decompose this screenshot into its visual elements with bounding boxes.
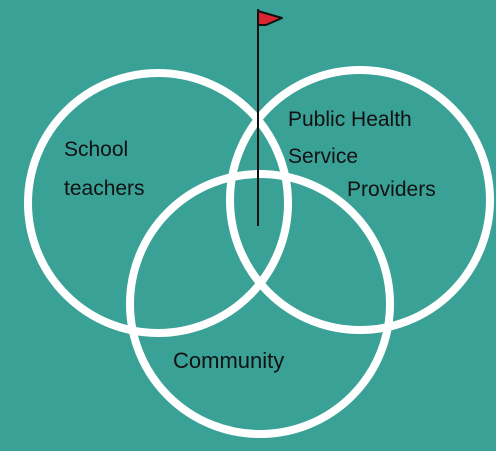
- community-label: Community: [173, 348, 285, 373]
- school-teachers-label-line2: teachers: [64, 177, 145, 200]
- school-teachers-circle: [24, 69, 292, 337]
- public-health-label-line3: Providers: [347, 178, 436, 201]
- public-health-label-line2: Service: [288, 145, 359, 168]
- flag-pennant: [257, 10, 283, 26]
- school-teachers-label-line1: School: [64, 138, 129, 161]
- public-health-circle: [226, 66, 494, 334]
- community-circle: [126, 170, 394, 438]
- public-health-label-line1: Public Health: [288, 108, 412, 131]
- flag-icon: [257, 9, 283, 226]
